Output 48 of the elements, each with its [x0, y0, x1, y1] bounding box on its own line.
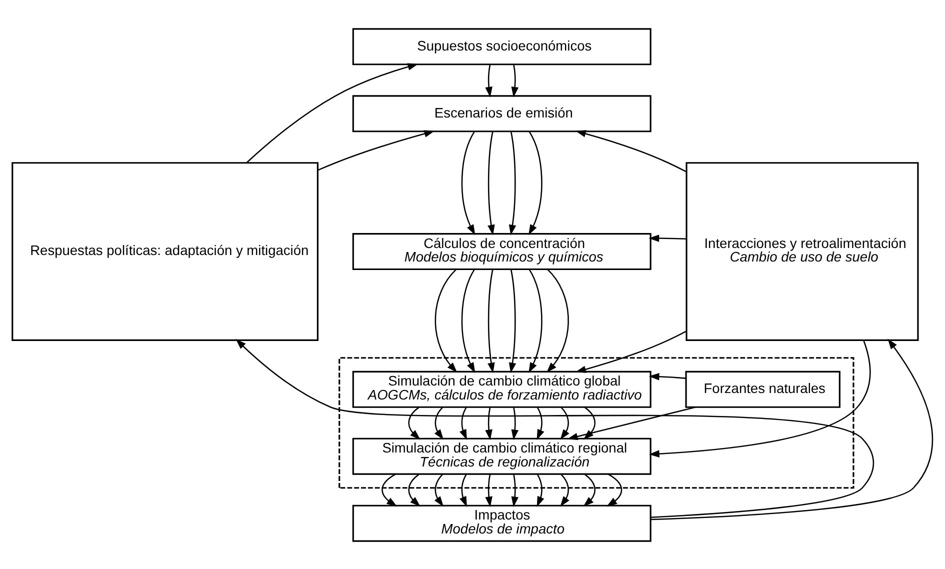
- arrow: [648, 372, 686, 380]
- arrow: [511, 406, 519, 440]
- arrow: [650, 338, 933, 520]
- arrow: [536, 406, 544, 440]
- arrow: [648, 340, 871, 457]
- node-box: Cálculos de concentración Modelos bioquímicos y químicos: [352, 232, 652, 270]
- node-box: Supuestos socioeconómicos: [352, 28, 652, 65]
- arrow: [318, 130, 435, 170]
- arrow: [485, 64, 492, 97]
- arrow: [648, 234, 686, 242]
- node-box: Simulación de cambio climático global AOGCMs, cálculos de forzamiento radiactivo: [352, 370, 652, 408]
- arrow: [508, 130, 516, 235]
- arrow: [236, 338, 874, 518]
- node-box: Impactos Modelos de impacto: [352, 504, 652, 542]
- arrow: [511, 64, 519, 97]
- arrow: [528, 268, 542, 372]
- arrow: [485, 474, 492, 507]
- arrow: [575, 330, 686, 372]
- arrow: [434, 406, 444, 440]
- arrow: [408, 406, 420, 440]
- arrow: [606, 473, 622, 506]
- arrow: [461, 268, 476, 372]
- node-box: Escenarios de emisión: [352, 94, 652, 132]
- arrow: [246, 62, 418, 163]
- node-box: Forzantes naturales: [685, 370, 840, 408]
- arrow: [460, 474, 467, 506]
- arrow: [488, 130, 495, 235]
- cluster: [338, 356, 854, 488]
- arrow: [511, 474, 519, 507]
- arrow: [434, 474, 444, 506]
- arrow: [434, 268, 458, 372]
- arrow: [546, 268, 569, 372]
- arrow: [560, 474, 570, 506]
- arrow: [508, 268, 516, 373]
- arrow: [485, 406, 492, 440]
- arrow: [488, 268, 495, 373]
- arrow: [408, 473, 420, 506]
- arrow: [528, 130, 542, 235]
- arrow: [460, 406, 467, 440]
- node-box: Simulación de cambio climático regional Técnicas de regionalización: [352, 437, 652, 474]
- arrow: [575, 130, 686, 172]
- arrow: [560, 406, 570, 440]
- arrow: [536, 474, 544, 506]
- arrow: [461, 130, 476, 235]
- arrow: [382, 473, 398, 506]
- node-box: Respuestas políticas: adaptación y mitigación: [12, 162, 318, 340]
- node-box: Interacciones y retroalimentación Cambio de uso de suelo: [686, 162, 919, 340]
- arrow: [583, 473, 596, 506]
